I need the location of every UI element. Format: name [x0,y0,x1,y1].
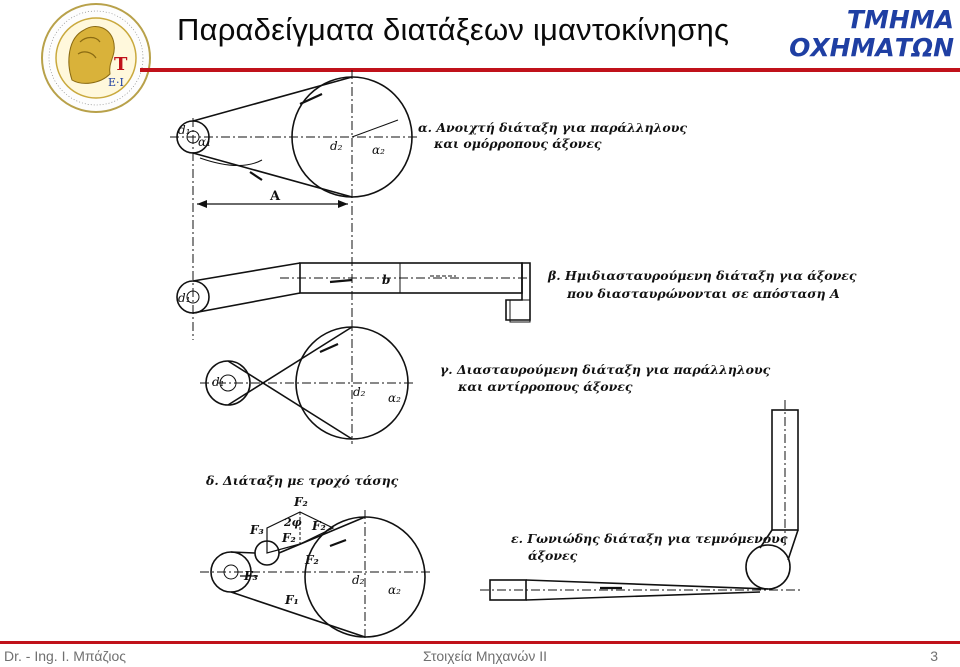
footer-author: Dr. - Ing. I. Μπάζιος [4,648,127,664]
label-d2-a: d₂ [330,139,343,153]
label-b: b [382,273,390,287]
label-a1-a: α₁ [198,135,211,149]
svg-text:Ε·Ι: Ε·Ι [108,76,124,89]
label-d1-b: d₁ [178,291,191,305]
label-d2-d: d₂ [352,573,365,587]
label-F3-left: F₃ [249,523,264,537]
label-F2-right: F₂ [311,519,326,533]
label-a2-d: α₂ [388,583,401,597]
label-F1: F₁ [284,593,299,607]
department-line-2: ΟΧΗΜΑΤΩΝ [789,33,954,62]
university-logo: Τ Ε·Ι [41,3,151,113]
header-divider [140,68,960,72]
slide-title: Παραδείγματα διατάξεων ιμαντοκίνησης [177,12,730,47]
tensioner-drive-figure [200,510,430,640]
label-F2-inner: F₂ [281,531,296,545]
open-drive-figure [170,70,420,340]
svg-text:Τ: Τ [114,54,128,75]
label-A: A [269,189,281,204]
footer-course: Στοιχεία Μηχανών ΙΙ [423,648,548,664]
caption-a-line2: και ομόρροπους άξονες [433,136,602,151]
caption-e-line1: ε. Γωνιώδης διάταξη για τεμνόμενους [511,531,788,546]
label-F2-belt: F₂ [304,553,319,567]
caption-b-line2: που διασταυρώνονται σε απόσταση Α [566,286,840,301]
angular-drive-figure [480,400,800,601]
label-F3-bottom: F₃ [243,569,258,583]
half-crossed-drive-figure [176,262,531,323]
department-label: ΤΜΗΜΑ ΟΧΗΜΑΤΩΝ [789,6,954,62]
label-a2-c: α₂ [388,391,401,405]
label-F2-top: F₂ [293,495,308,509]
department-line-1: ΤΜΗΜΑ [846,5,954,34]
crossed-drive-figure [200,322,416,444]
label-a2-a: α₂ [372,143,385,157]
caption-b-line1: β. Ημιδιασταυρούμενη διάταξη για άξονες [547,268,857,283]
label-d1-c: d₁ [212,375,225,389]
footer-divider [0,641,960,644]
label-d1-a: d₁ [178,123,191,137]
label-two-phi: 2φ [283,516,302,529]
label-d2-c: d₂ [353,385,366,399]
page-number: 3 [930,648,938,664]
caption-c-line1: γ. Διασταυρούμενη διάταξη για παράλληλου… [440,362,771,377]
caption-d-line1: δ. Διάταξη με τροχό τάσης [205,473,399,488]
caption-e-line2: άξονες [528,548,578,563]
caption-c-line2: και αντίρροπους άξονες [457,379,633,394]
caption-a-line1: α. Ανοιχτή διάταξη για παράλληλους [418,120,687,135]
